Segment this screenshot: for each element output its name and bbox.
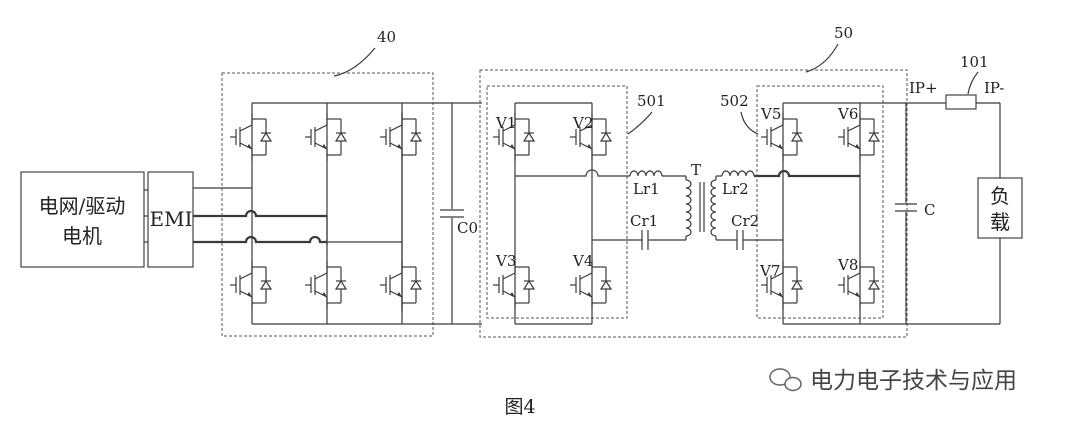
v4-label: V4 [572,252,593,270]
lr1-label: Lr1 [633,180,660,198]
ref-502-label: 502 [720,92,749,110]
load-label-line1: 负 [990,184,1010,208]
emi-label: EMI [150,207,193,231]
bridge-switch-2 [304,112,347,162]
cr2-label: Cr2 [731,212,759,230]
secondary-bridge-frame [756,85,884,319]
bridge-switch-5 [304,260,347,310]
v2-label: V2 [572,114,593,132]
v7-label: V7 [759,262,780,280]
v6-label: V6 [837,105,858,123]
c-label: C [924,201,935,219]
c0-label: C0 [457,219,478,237]
grid-label-line1: 电网/驱动 [39,194,126,218]
load-block [977,177,1023,239]
grid-label-line2: 电机 [62,224,102,248]
bridge-switch-6 [379,260,422,310]
wechat-icon [769,368,802,392]
module-40-frame [221,72,434,337]
ip-plus-label: IP+ [909,79,938,97]
v8-label: V8 [837,256,858,274]
ip-minus-label: IP- [984,79,1004,97]
emi-block [147,171,194,268]
v3-label: V3 [495,252,516,270]
transformer-label: T [691,161,701,179]
watermark-text: 电力电子技术与应用 [810,368,1017,394]
resistor-101 [945,94,977,110]
module-50-label: 50 [834,24,853,42]
bridge-switch-3 [379,112,422,162]
primary-bridge-frame [486,85,628,319]
grid-block [20,171,145,268]
lr2-label: Lr2 [722,180,749,198]
figure-caption: 图4 [504,396,535,418]
bridge-switch-1 [229,112,272,162]
bridge-switch-4 [229,260,272,310]
ref-501-label: 501 [637,92,666,110]
resistor-101-label: 101 [960,53,989,71]
cr1-label: Cr1 [630,212,658,230]
load-label-line2: 载 [990,210,1010,234]
module-40-label: 40 [377,28,396,46]
v1-label: V1 [495,114,516,132]
v5-label: V5 [760,105,781,123]
